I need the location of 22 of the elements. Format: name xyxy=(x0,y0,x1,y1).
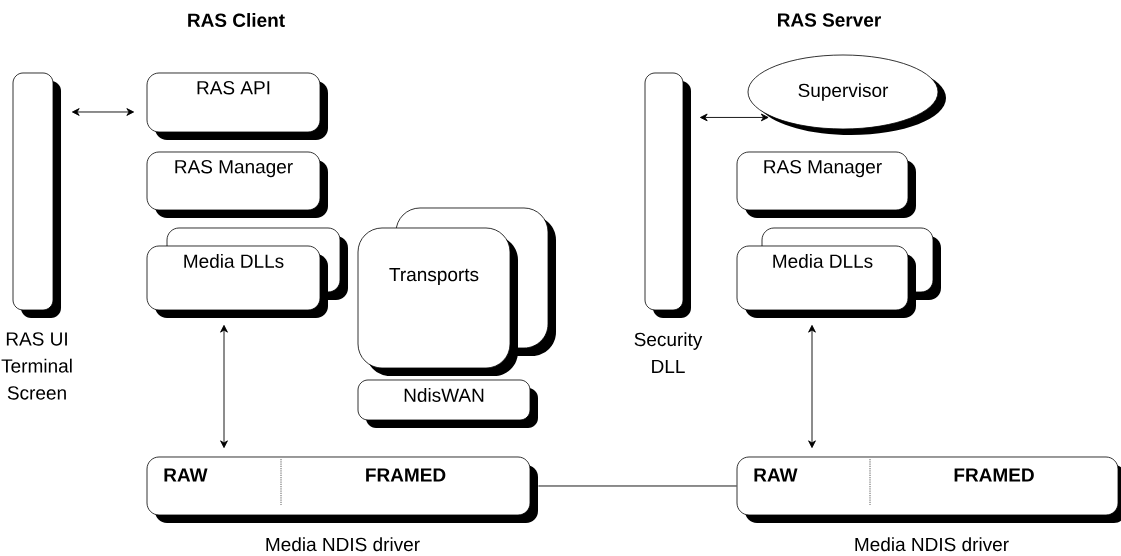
screen-bar xyxy=(12,72,61,318)
stacked-box: Transports xyxy=(357,207,556,376)
component-box: RAS API xyxy=(146,72,328,140)
component-box: RAS Manager xyxy=(146,151,328,218)
caption-text: Security DLL xyxy=(634,332,703,373)
component-box: NdisWAN xyxy=(357,379,538,428)
arrow xyxy=(808,324,816,449)
heading: RAS Server xyxy=(778,13,881,27)
driver-box: RAW FRAMED xyxy=(736,456,1121,523)
stacked-box: Media DLLs xyxy=(146,227,348,318)
arrow xyxy=(699,113,769,122)
connector-line xyxy=(537,485,738,487)
screen-bar xyxy=(644,72,691,318)
stacked-box: Media DLLs xyxy=(736,227,941,318)
arrow xyxy=(71,108,135,116)
caption-text: RAS UI Terminal Screen xyxy=(1,332,72,400)
caption-text: Media NDIS driver xyxy=(266,537,420,552)
component-box: RAS Manager xyxy=(736,151,916,218)
driver-box: RAW FRAMED xyxy=(146,456,538,523)
caption-text: Media NDIS driver xyxy=(855,537,1009,552)
arrow xyxy=(220,324,228,449)
heading: RAS Client xyxy=(188,13,285,27)
